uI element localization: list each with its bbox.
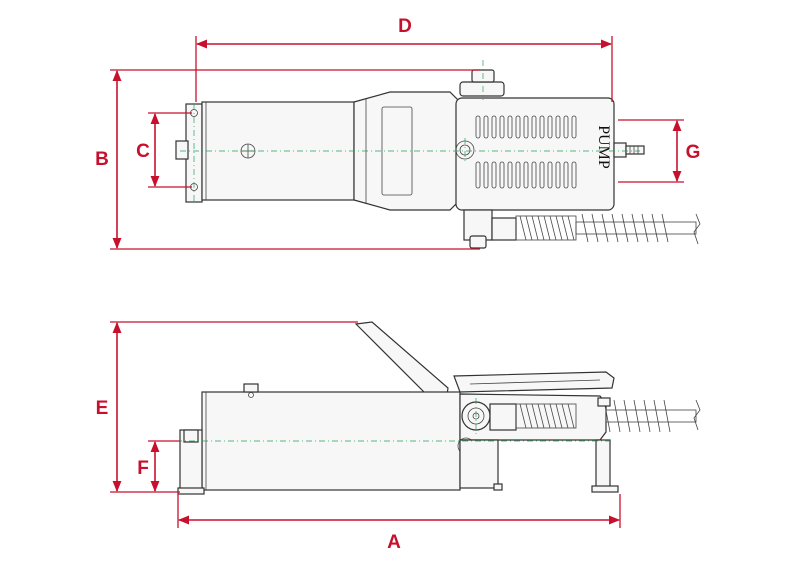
dimension-c: C (136, 112, 192, 188)
dimension-label-b: B (95, 149, 109, 170)
vent-slots-upper (475, 115, 577, 139)
dimension-e: E (96, 321, 358, 493)
top-view-inlet-stub (175, 140, 189, 160)
top-knob (459, 81, 505, 97)
dimension-label-a: A (387, 532, 401, 553)
side-view-base (459, 439, 499, 489)
top-view-spring (515, 213, 669, 243)
side-view-spring (515, 399, 671, 433)
side-view-foot-right (595, 439, 611, 491)
dimension-label-d: D (398, 16, 412, 37)
side-view-hose-fitting (489, 403, 517, 431)
side-view-foot-left (177, 487, 205, 495)
top-view-hose (575, 221, 697, 235)
side-view-fill-cap (243, 383, 259, 393)
vent-slots-lower (475, 161, 577, 189)
pump-label: PUMP (595, 125, 612, 169)
top-view-window (381, 106, 413, 196)
side-view (176, 321, 701, 495)
top-view-hose-fitting (491, 217, 517, 241)
dimension-label-g: G (686, 142, 701, 163)
side-view-reservoir (201, 391, 461, 491)
side-view-hose (605, 409, 697, 423)
top-view: PUMP (175, 60, 701, 249)
dimension-label-f: F (137, 458, 149, 479)
top-view-bracket (463, 209, 493, 241)
dimension-g: G (618, 119, 701, 183)
dimensions: D B C G E (95, 16, 700, 553)
dimension-label-e: E (96, 398, 109, 419)
outlet-fitting (613, 142, 627, 158)
dimension-a: A (177, 494, 621, 553)
dimension-f: F (137, 440, 180, 493)
dimension-b: B (95, 69, 480, 250)
dimension-d: D (195, 16, 613, 102)
top-view-pump-head (455, 97, 615, 211)
dimension-label-c: C (136, 141, 150, 162)
